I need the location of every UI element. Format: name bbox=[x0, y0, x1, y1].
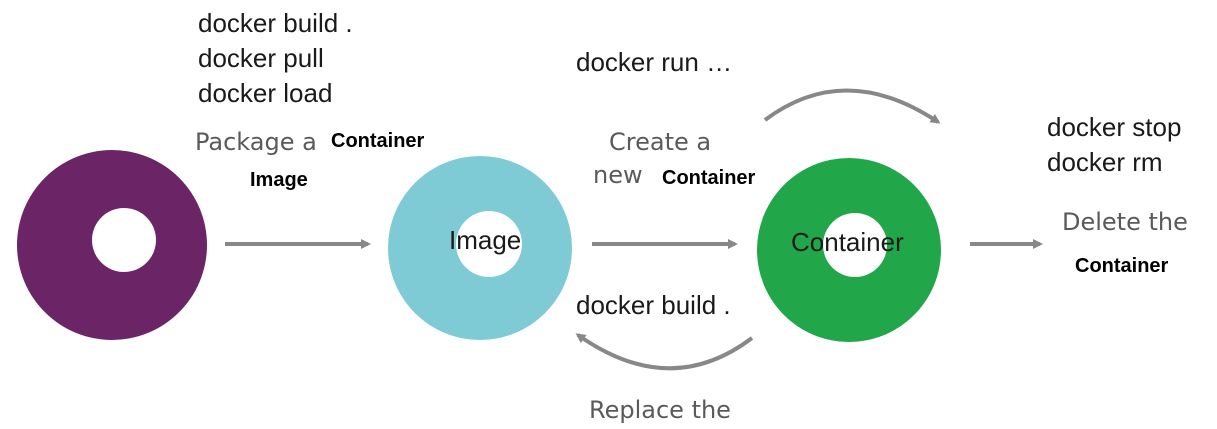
package-prefix-label: Package a bbox=[195, 128, 317, 156]
cmd-docker-run: docker run … bbox=[576, 47, 733, 77]
delete-container-label: Container bbox=[1075, 255, 1169, 277]
build-pull-load-commands: docker build . docker pull docker load bbox=[198, 6, 353, 111]
create-new-label: new bbox=[593, 161, 643, 189]
container-ring bbox=[757, 158, 941, 342]
create-container-label: Container bbox=[662, 167, 756, 189]
cmd-docker-rm: docker rm bbox=[1047, 147, 1163, 177]
package-container-label: Container bbox=[331, 130, 425, 152]
stop-rm-commands: docker stop docker rm bbox=[1047, 110, 1181, 180]
replace-label: Replace the bbox=[589, 396, 731, 424]
package-image-label: Image bbox=[250, 169, 308, 191]
cmd-docker-load: docker load bbox=[198, 78, 333, 108]
cmd-docker-rebuild: docker build . bbox=[576, 290, 731, 320]
cmd-docker-build: docker build . bbox=[198, 8, 353, 38]
image-ring bbox=[388, 156, 572, 340]
arrow-run-curve bbox=[763, 88, 941, 124]
container-node-label: Container bbox=[791, 227, 904, 257]
source-ring bbox=[17, 150, 207, 340]
create-line1-label: Create a bbox=[609, 128, 712, 156]
cmd-docker-pull: docker pull bbox=[198, 43, 324, 73]
delete-prefix-label: Delete the bbox=[1062, 208, 1188, 236]
image-node-label: Image bbox=[449, 225, 522, 255]
cmd-docker-stop: docker stop bbox=[1047, 112, 1182, 142]
arrow-rebuild-curve bbox=[575, 333, 754, 371]
